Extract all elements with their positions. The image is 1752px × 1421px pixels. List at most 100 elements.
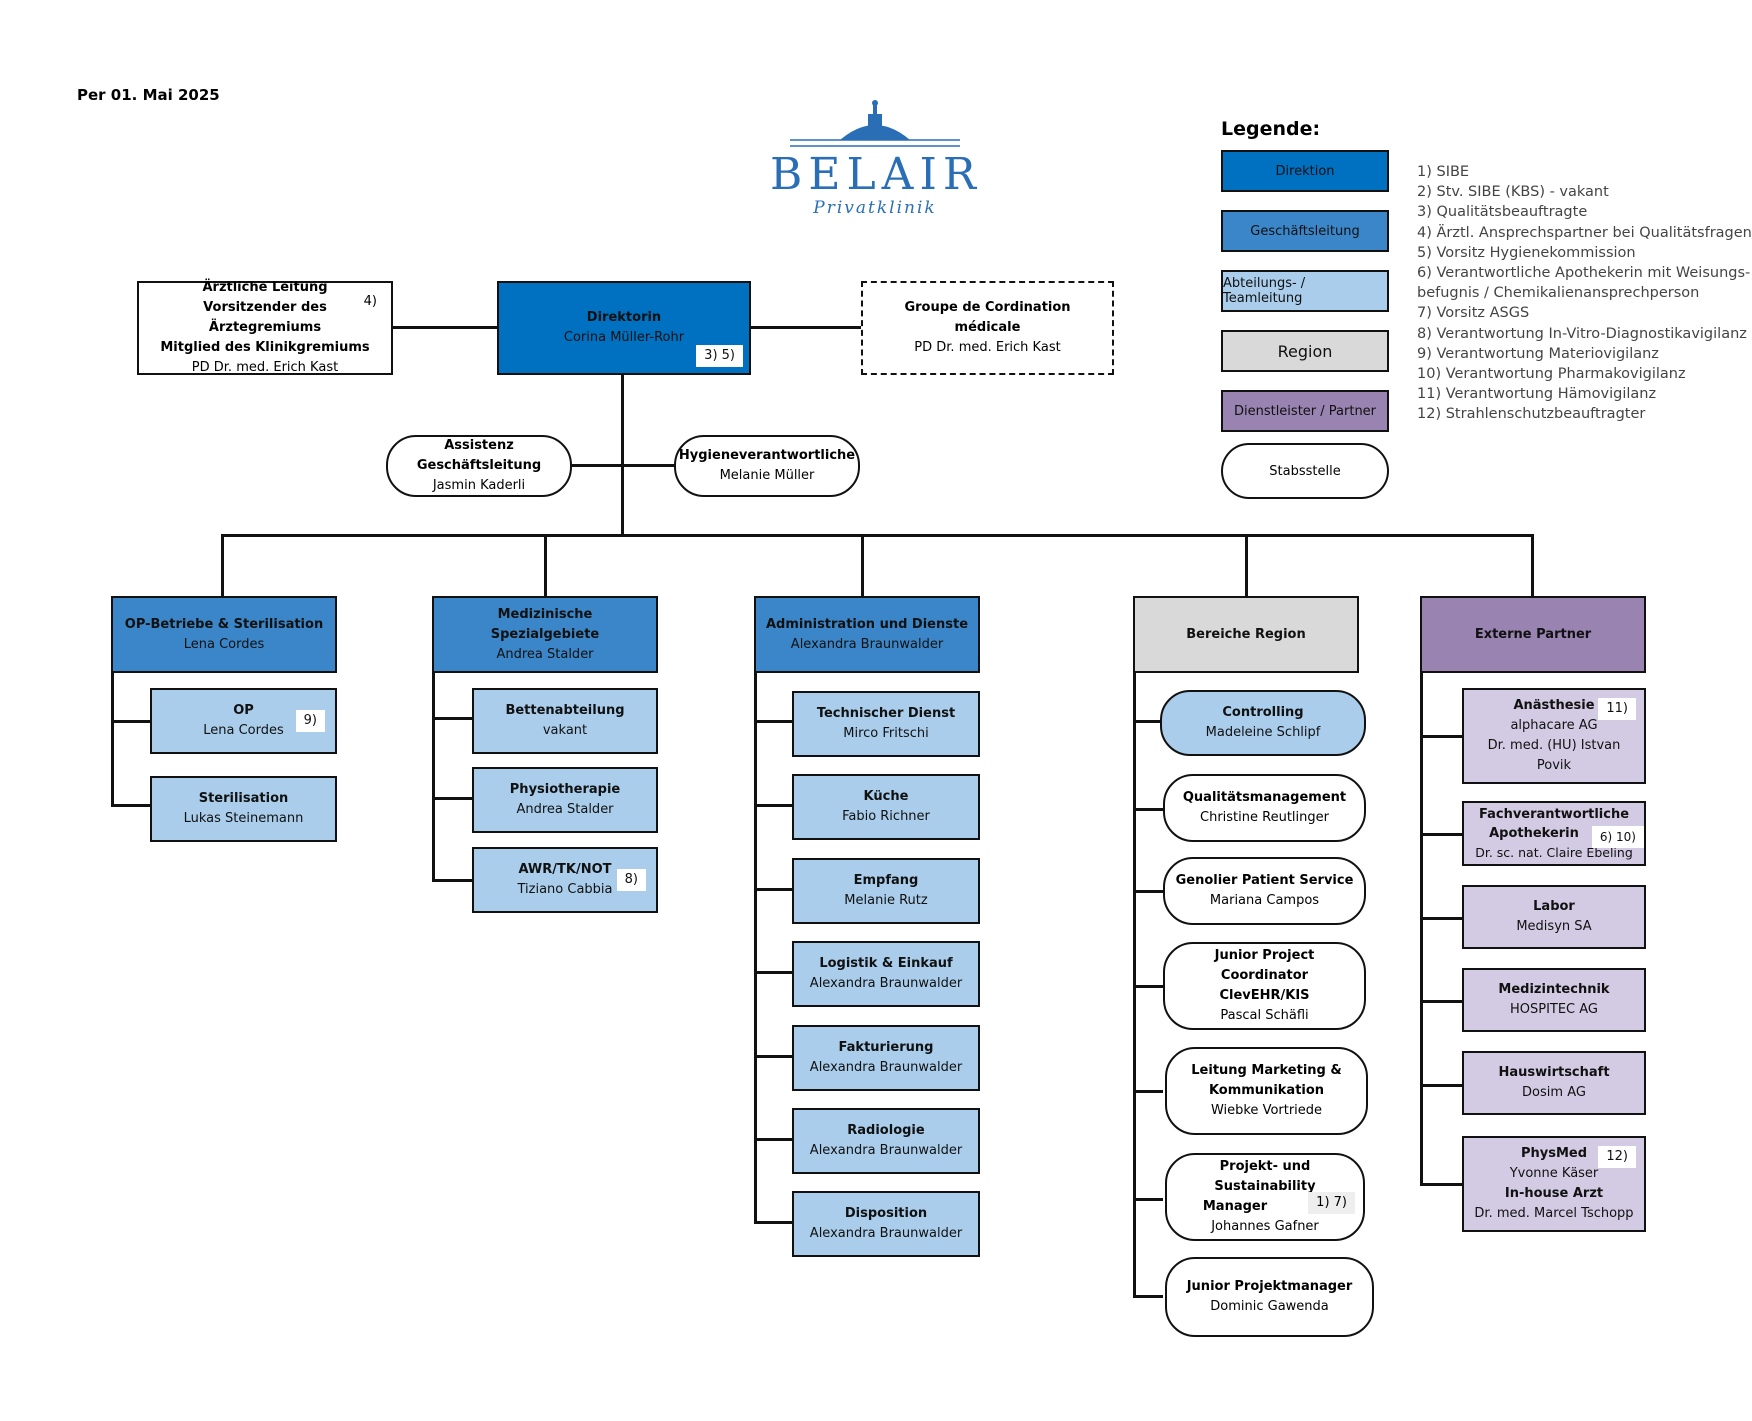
logistik-box: Logistik & Einkauf Alexandra Braunwalder: [792, 941, 980, 1007]
box-name: Alexandra Braunwalder: [809, 1226, 963, 1241]
box-name: Pascal Schäfli: [1220, 1008, 1309, 1023]
qualitaetsmanagement-box: Qualitätsmanagement Christine Reutlinger: [1163, 774, 1366, 842]
connector-line: [544, 534, 547, 596]
box-name: Alexandra Braunwalder: [809, 976, 963, 991]
connector-line: [111, 804, 150, 807]
connector-line: [861, 534, 864, 596]
op-box: OP Lena Cordes 9): [150, 688, 337, 754]
awr-box: AWR/TK/NOT Tiziano Cabbia 8): [472, 847, 658, 913]
box-title: AWR/TK/NOT: [518, 862, 612, 877]
box-name: Corina Müller-Rohr: [563, 330, 685, 345]
connector-line: [432, 879, 472, 882]
box-title: Kommunikation: [1208, 1083, 1325, 1098]
connector-line: [572, 464, 674, 467]
legend-note: 12) Strahlenschutzbeauftragter: [1417, 406, 1646, 423]
connector-line: [1133, 1198, 1163, 1201]
connector-line: [221, 534, 224, 596]
connector-line: [432, 670, 435, 882]
connector-line: [754, 1221, 792, 1224]
box-title: PhysMed: [1520, 1146, 1588, 1161]
connector-line: [111, 720, 150, 723]
physmed-box: PhysMed Yvonne Käser In-house Arzt Dr. m…: [1462, 1136, 1646, 1232]
box-title: In-house Arzt: [1504, 1186, 1604, 1201]
connector-line: [754, 720, 792, 723]
externe-partner-head: Externe Partner: [1420, 596, 1646, 673]
legend-note: 9) Verantwortung Materiovigilanz: [1417, 345, 1659, 362]
box-name: HOSPITEC AG: [1509, 1002, 1599, 1017]
box-title: Labor: [1533, 899, 1575, 914]
box-title: Medizintechnik: [1498, 982, 1610, 997]
connector-line: [754, 1055, 792, 1058]
box-name: Dr. med. Marcel Tschopp: [1474, 1206, 1634, 1221]
legend-notes: 1) SIBE 2) Stv. SIBE (KBS) - vakant 3) Q…: [1417, 162, 1752, 425]
box-title: Disposition: [844, 1206, 928, 1221]
box-title: Groupe de Cordination médicale: [904, 300, 1071, 335]
junior-projektmanager-box: Junior Projektmanager Dominic Gawenda: [1165, 1257, 1374, 1337]
connector-line: [1133, 890, 1163, 893]
connector-line: [1420, 670, 1423, 1186]
connector-line: [1133, 985, 1163, 988]
connector-line: [393, 326, 497, 329]
groupe-coordination-box: Groupe de Cordination médicale PD Dr. me…: [861, 281, 1114, 375]
box-name: Jasmin Kaderli: [432, 478, 526, 493]
technischer-dienst-box: Technischer Dienst Mirco Fritschi: [792, 691, 980, 757]
note-badge: 1) 7): [1308, 1192, 1355, 1214]
radiologie-box: Radiologie Alexandra Braunwalder: [792, 1108, 980, 1174]
legend-region: Region: [1221, 330, 1389, 372]
medizinische-head: Medizinische Spezialgebiete Andrea Stald…: [432, 596, 658, 673]
note-badge: 12): [1598, 1146, 1636, 1168]
note-badge: 9): [295, 710, 325, 732]
connector-line: [621, 374, 624, 535]
legend-note: 6) Verantwortliche Apothekerin mit Weisu…: [1417, 265, 1751, 282]
connector-line: [432, 797, 472, 800]
connector-line: [1420, 735, 1462, 738]
box-title: Junior Projektmanager: [1186, 1279, 1353, 1294]
legend-title: Legende:: [1221, 118, 1321, 140]
box-title: Ärztliche Leitung: [202, 280, 328, 295]
legend-note: 4) Ärztl. Ansprechspartner bei Qualitäts…: [1417, 224, 1752, 241]
box-title: Manager: [1202, 1199, 1268, 1214]
kueche-box: Küche Fabio Richner: [792, 774, 980, 840]
physiotherapie-box: Physiotherapie Andrea Stalder: [472, 767, 658, 833]
box-name: Andrea Stalder: [516, 802, 614, 817]
connector-line: [221, 534, 1534, 537]
box-title: Administration und Dienste: [765, 616, 969, 632]
legend-direktion: Direktion: [1221, 150, 1389, 192]
box-title: Junior Project Coordinator: [1214, 948, 1315, 983]
legend-note: 3) Qualitätsbeauftragte: [1417, 204, 1588, 221]
box-title: Controlling: [1222, 705, 1304, 720]
connector-line: [1420, 1183, 1462, 1186]
box-name: Alexandra Braunwalder: [809, 1143, 963, 1158]
box-name: Alexandra Braunwalder: [809, 1060, 963, 1075]
labor-box: Labor Medisyn SA: [1462, 885, 1646, 949]
box-title: Sterilisation: [198, 791, 289, 806]
connector-line: [1420, 1000, 1462, 1003]
box-title: Direktorin: [586, 310, 662, 325]
hauswirtschaft-box: Hauswirtschaft Dosim AG: [1462, 1051, 1646, 1115]
box-title: OP: [233, 703, 254, 718]
box-name: Melanie Rutz: [844, 893, 928, 908]
box-title: Apothekerin: [1489, 826, 1579, 841]
medizintechnik-box: Medizintechnik HOSPITEC AG: [1462, 968, 1646, 1032]
box-title: Assistenz Geschäftsleitung: [416, 438, 542, 473]
connector-line: [751, 326, 861, 329]
connector-line: [1133, 808, 1163, 811]
box-title: Radiologie: [847, 1123, 925, 1138]
connector-line: [1531, 534, 1534, 596]
box-title: Vorsitzender des Ärztegremiums: [203, 300, 327, 335]
box-title: ClevEHR/KIS: [1219, 988, 1310, 1003]
box-name: Dr. sc. nat. Claire Ebeling: [1475, 845, 1633, 860]
assistenz-box: Assistenz Geschäftsleitung Jasmin Kaderl…: [386, 435, 572, 497]
box-title: OP-Betriebe & Sterilisation: [124, 616, 324, 632]
box-name: alphacare AG: [1510, 718, 1598, 733]
belair-logo: BELAIR Privatklinik: [770, 100, 980, 220]
note-badge: 3) 5): [696, 345, 743, 367]
box-title: Technischer Dienst: [816, 706, 956, 721]
legend-note: 2) Stv. SIBE (KBS) - vakant: [1417, 184, 1609, 201]
box-title: Empfang: [853, 873, 919, 888]
box-name: Tiziano Cabbia: [517, 882, 613, 897]
note-badge: 8): [616, 869, 646, 891]
box-name: Madeleine Schlipf: [1205, 725, 1321, 740]
box-name: Wiebke Vortriede: [1210, 1103, 1323, 1118]
connector-line: [754, 971, 792, 974]
